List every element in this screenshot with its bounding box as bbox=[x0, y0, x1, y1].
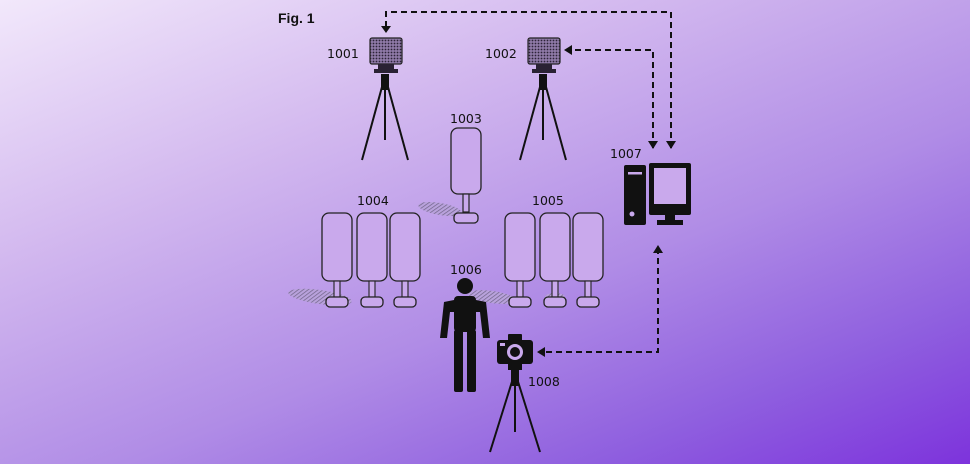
light-panel-2 bbox=[539, 212, 571, 308]
light-panel-3 bbox=[572, 212, 604, 308]
light-1003 bbox=[450, 127, 482, 224]
arrowhead-camera-1008 bbox=[537, 347, 545, 357]
light-panel-1 bbox=[504, 212, 536, 308]
arrowhead-camera-1002 bbox=[564, 45, 572, 55]
person-1006 bbox=[440, 278, 490, 392]
tripod-head bbox=[539, 74, 547, 90]
light-panel-3 bbox=[389, 212, 421, 308]
label-1004: 1004 bbox=[357, 193, 389, 208]
tower-button bbox=[629, 211, 635, 217]
camera-mount bbox=[378, 64, 394, 70]
label-1003: 1003 bbox=[450, 111, 482, 126]
arrowhead-computer-top-2 bbox=[648, 141, 658, 149]
camera-1002 bbox=[519, 37, 567, 161]
person-torso bbox=[454, 296, 476, 332]
tower-drive bbox=[628, 172, 642, 175]
camera-flash bbox=[500, 343, 505, 346]
label-1005: 1005 bbox=[532, 193, 564, 208]
camera-mount-plate bbox=[374, 69, 398, 73]
tripod-head bbox=[511, 370, 519, 386]
light-panel-1 bbox=[321, 212, 353, 308]
computer-tower bbox=[624, 165, 646, 225]
camera-1001 bbox=[361, 37, 409, 161]
monitor-screen bbox=[654, 168, 686, 204]
person-arm-left bbox=[440, 300, 454, 338]
light-panel-2 bbox=[356, 212, 388, 308]
label-1007: 1007 bbox=[610, 146, 642, 161]
label-1002: 1002 bbox=[485, 46, 517, 61]
link-computer-camera-1002 bbox=[572, 49, 654, 148]
light-base bbox=[453, 212, 479, 224]
shadow-light-1003 bbox=[418, 201, 462, 217]
computer-1007 bbox=[624, 163, 691, 225]
light-panel bbox=[450, 127, 482, 195]
camera-mount bbox=[536, 64, 552, 70]
label-1008: 1008 bbox=[528, 374, 560, 389]
camera-lens bbox=[510, 347, 520, 357]
arrowhead-computer-bottom bbox=[653, 245, 663, 253]
light-stem bbox=[462, 193, 470, 213]
camera-mount-plate bbox=[532, 69, 556, 73]
arrowheads bbox=[381, 26, 676, 357]
light-group-1004 bbox=[321, 212, 421, 308]
monitor-neck bbox=[665, 215, 675, 220]
connection-lines bbox=[385, 11, 672, 353]
tripod-head bbox=[381, 74, 389, 90]
shadow-light-group-1005 bbox=[468, 290, 516, 304]
camera-body bbox=[527, 37, 561, 65]
monitor-foot bbox=[657, 220, 683, 225]
label-1001: 1001 bbox=[327, 46, 359, 61]
person-leg-left bbox=[454, 330, 463, 392]
camera-1008 bbox=[489, 334, 541, 453]
camera-body bbox=[369, 37, 403, 65]
camera-mount bbox=[508, 364, 522, 370]
camera-viewfinder bbox=[508, 334, 522, 341]
label-1006: 1006 bbox=[450, 262, 482, 277]
person-head bbox=[457, 278, 473, 294]
person-leg-right bbox=[467, 330, 476, 392]
figure-title: Fig. 1 bbox=[278, 10, 315, 26]
person-arm-right bbox=[476, 300, 490, 338]
arrowhead-camera-1001 bbox=[381, 26, 391, 33]
light-group-1005 bbox=[504, 212, 604, 308]
link-computer-camera-1008 bbox=[545, 248, 659, 353]
arrowhead-computer-top-1 bbox=[666, 141, 676, 149]
